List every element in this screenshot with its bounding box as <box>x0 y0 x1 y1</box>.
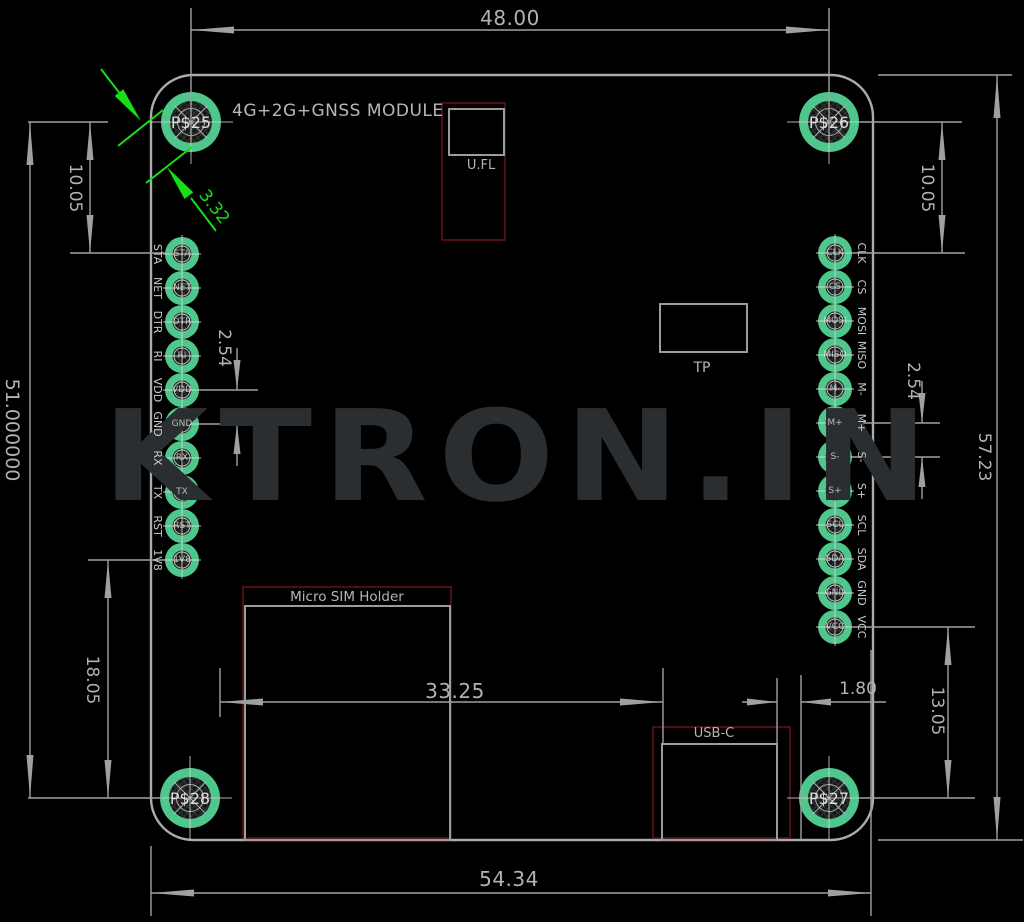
corner-mount-pad <box>148 756 232 840</box>
component-bodies <box>244 108 778 841</box>
pad-name-overlay: GND <box>824 588 846 598</box>
pad-name-overlay: RST <box>173 521 191 531</box>
radius-arrow-1 <box>114 89 141 121</box>
dim-label-sim-to-usb: 33.25 <box>425 679 485 703</box>
dim-bottom-width <box>150 650 872 916</box>
pad-name-overlay: M+ <box>827 418 843 428</box>
pin-pad <box>816 370 854 408</box>
corner-radius-annotation <box>100 68 217 232</box>
tp-label: TP <box>693 360 711 376</box>
dim-label-pitch-left: 2.54 <box>214 329 234 367</box>
dim-sim-to-usb <box>219 668 664 744</box>
dim-label-right-top-offset: 10.05 <box>917 163 937 213</box>
dim-label-usb-gap: 1.80 <box>839 679 877 699</box>
ufl-courtyard <box>441 102 506 241</box>
dim-right-top-offset <box>853 121 965 254</box>
pin-pad <box>816 234 854 272</box>
pin-pad <box>816 472 854 510</box>
pad-label-p28: P$28 <box>169 789 211 808</box>
dim-top-width <box>190 8 830 142</box>
pad-name-overlay: CLK <box>826 248 844 258</box>
dim-label-left-bottom-offset: 18.05 <box>82 655 102 705</box>
dim-label-left-top-offset: 10.05 <box>65 163 85 213</box>
pad-name-overlay: RI <box>177 351 187 361</box>
usbc-courtyard <box>652 726 791 839</box>
pin-pad <box>163 507 201 545</box>
pads-layer <box>148 80 871 840</box>
pin-pad <box>816 336 854 374</box>
corner-mount-pad <box>787 756 871 840</box>
usbc-label: USB-C <box>693 726 735 741</box>
dim-label-right-bottom-offset: 13.05 <box>927 686 947 736</box>
dim-left-height <box>26 121 162 799</box>
pad-name-overlay: 1V8 <box>173 555 191 565</box>
pad-name-overlay: MOSI <box>823 316 847 326</box>
pin-pad <box>816 438 854 476</box>
pad-name-overlay: SCL <box>826 520 844 530</box>
pin-pad <box>163 541 201 579</box>
radius-arrow-2 <box>167 167 194 199</box>
pad-name-overlay: S- <box>830 452 840 462</box>
pad-name-overlay: VDD <box>171 385 193 395</box>
usbc-body <box>661 743 778 841</box>
pin-pad <box>816 268 854 306</box>
tp-body <box>659 303 748 353</box>
pin-pad <box>816 540 854 578</box>
board-title: 4G+2G+GNSS MODULE <box>232 101 444 121</box>
pad-name-overlay: VCC <box>825 622 845 632</box>
pad-name-overlay: M- <box>829 384 841 394</box>
pin-pad <box>163 371 201 409</box>
pad-name-overlay: GND <box>171 419 193 429</box>
dim-label-left-height: 51.000000 <box>1 378 23 482</box>
pin-pad <box>816 574 854 612</box>
pad-name-overlay: TX <box>176 487 188 497</box>
pin-pad <box>816 302 854 340</box>
pin-pad <box>163 405 201 443</box>
dim-label-right-height: 57.23 <box>974 432 994 482</box>
pad-name-overlay: S+ <box>828 486 842 496</box>
pin-pad <box>163 439 201 477</box>
pad-name-overlay: NET <box>173 283 191 293</box>
sim-body <box>244 605 451 841</box>
pin-pad <box>163 473 201 511</box>
dim-label-bottom-width: 54.34 <box>479 867 539 891</box>
pin-pad <box>163 337 201 375</box>
pin-pad <box>163 303 201 341</box>
pad-name-overlay: SDA <box>825 554 845 564</box>
pin-pad <box>816 608 854 646</box>
dim-usb-gap <box>742 675 886 840</box>
sim-label: Micro SIM Holder <box>290 589 404 605</box>
dim-pitch-left <box>199 348 258 466</box>
pin-pad <box>816 506 854 544</box>
watermark: KTRON.IN <box>103 383 939 530</box>
dim-right-bottom-offset <box>853 626 975 799</box>
dim-left-top-offset <box>70 122 165 254</box>
pad-label-p27: P$27 <box>808 789 850 808</box>
pad-label-p25: P$25 <box>170 113 212 132</box>
ufl-body <box>448 108 505 156</box>
dim-left-bottom-offset <box>88 559 165 798</box>
pad-name-overlay: CS <box>829 282 841 292</box>
ufl-label: U.FL <box>466 158 496 173</box>
dim-pitch-right <box>852 381 940 499</box>
sim-courtyard <box>242 586 452 839</box>
dim-right-height <box>878 74 1023 841</box>
pad-name-overlay: DTR <box>172 317 192 327</box>
dim-label-pitch-right: 2.54 <box>903 362 923 400</box>
pad-name-overlay: MISO <box>823 350 847 360</box>
pin-pad <box>163 269 201 307</box>
pad-name-overlay: STA <box>173 249 191 259</box>
pin-pad <box>816 404 854 442</box>
pin-pad <box>163 235 201 273</box>
pad-label-p26: P$26 <box>808 113 850 132</box>
pad-name-overlay: RX <box>175 453 189 463</box>
dim-label-top-width: 48.00 <box>480 6 540 30</box>
